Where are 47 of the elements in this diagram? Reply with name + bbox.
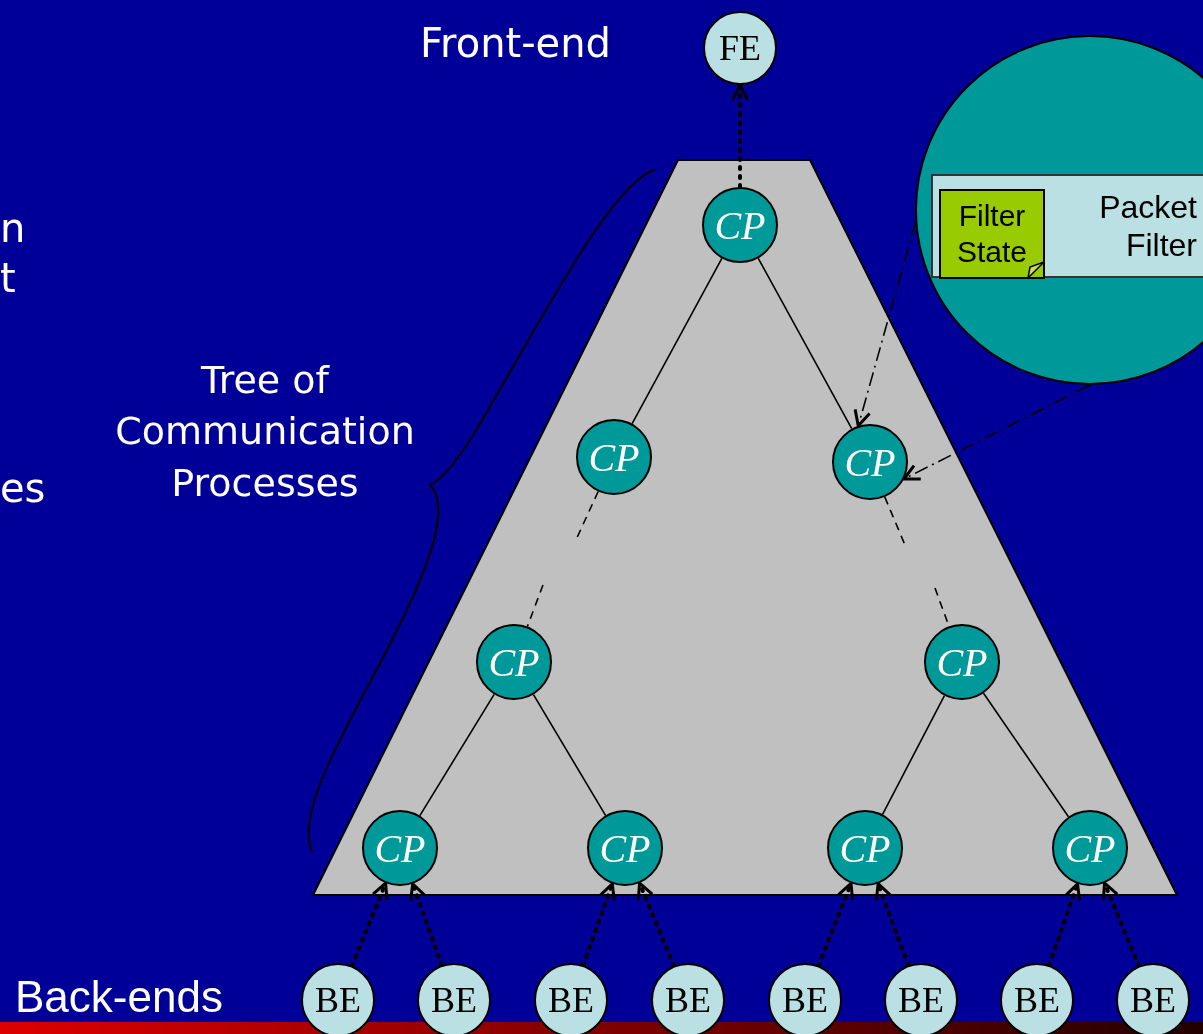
- connector-line: [982, 692, 1070, 818]
- box-label: Packet Filter: [1098, 188, 1197, 265]
- node-caption: Tree of Communication Processes: [114, 357, 416, 507]
- node-label: BE: [782, 979, 828, 1021]
- node-label: BE: [1014, 979, 1060, 1021]
- connector-line: [631, 257, 723, 425]
- text-label: Back-ends: [15, 972, 223, 1022]
- node-label: BE: [898, 979, 944, 1021]
- arrow: [853, 221, 917, 428]
- arrow: [816, 881, 854, 968]
- text-label: es: [0, 465, 46, 511]
- node-label: CP: [714, 201, 766, 249]
- node-label: BE: [548, 979, 594, 1021]
- node-caption: Front-end: [420, 20, 611, 66]
- arrow: [1047, 881, 1082, 968]
- node-label: BE: [665, 979, 711, 1021]
- connector-line: [757, 257, 853, 430]
- arrow: [349, 881, 389, 968]
- connector-line: [419, 693, 495, 817]
- node-label: CP: [936, 638, 988, 686]
- arrow: [581, 881, 616, 968]
- node-label: CP: [588, 433, 640, 481]
- arrow: [409, 881, 444, 968]
- connector-line: [883, 496, 906, 546]
- connector-line: [532, 693, 607, 817]
- arrow: [636, 881, 676, 968]
- note-box: [939, 189, 1045, 279]
- arrow: [902, 384, 1091, 481]
- node-label: BE: [315, 979, 361, 1021]
- node-label: CP: [599, 824, 651, 872]
- text-label: n: [0, 205, 26, 251]
- text-label: t: [0, 255, 16, 301]
- node-label: FE: [719, 27, 761, 69]
- box-label: Filter State: [955, 198, 1029, 270]
- arrow: [1101, 881, 1141, 968]
- node-label: CP: [839, 824, 891, 872]
- connector-line: [526, 584, 544, 628]
- packet-filter-box: [931, 174, 1203, 278]
- arrow: [731, 83, 749, 189]
- connector-line: [881, 694, 946, 816]
- node-label: BE: [431, 979, 477, 1021]
- node-label: CP: [1064, 824, 1116, 872]
- node-label: CP: [374, 824, 426, 872]
- arrow: [874, 881, 911, 968]
- node-label: BE: [1130, 979, 1176, 1021]
- node-label: CP: [488, 638, 540, 686]
- node-label: CP: [844, 438, 896, 486]
